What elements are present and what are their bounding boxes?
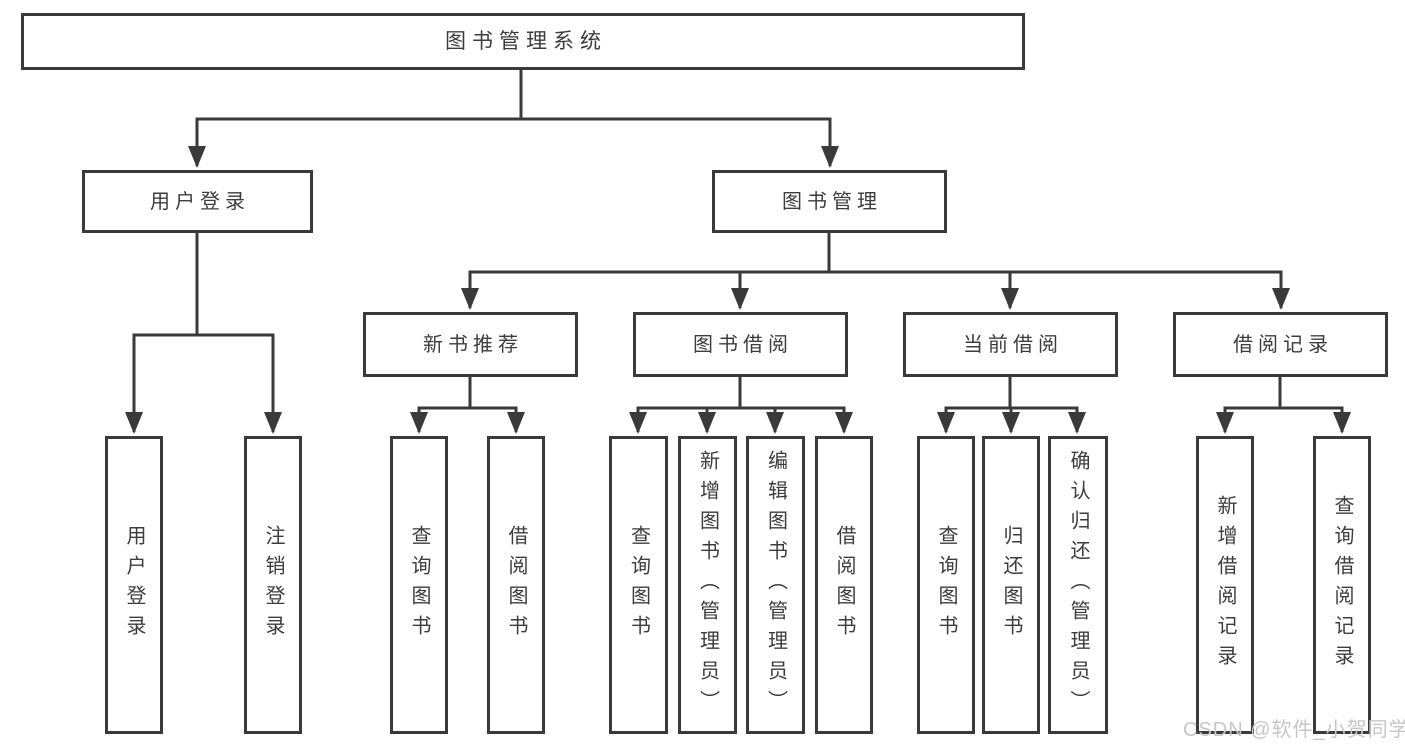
- node-label: 用户登录: [150, 190, 250, 213]
- node-book-borrowing: 图书借阅: [633, 312, 848, 377]
- leaf-add-borrow-record: 新增借阅记录: [1196, 436, 1254, 734]
- node-label: 查询图书: [935, 525, 957, 645]
- leaf-edit-books-admin: 编辑图书（管理员）: [746, 436, 805, 734]
- node-label: 当前借阅: [963, 333, 1063, 356]
- leaf-query-borrow-record: 查询借阅记录: [1313, 436, 1371, 734]
- node-label: 借阅图书: [833, 525, 855, 645]
- node-label: 编辑图书（管理员）: [764, 450, 787, 720]
- node-label: 图书管理系统: [445, 30, 607, 53]
- watermark-text: CSDN @软件_小贺同学: [1183, 719, 1405, 741]
- node-label: 用户登录: [123, 525, 145, 645]
- leaf-query-books-1: 查询图书: [390, 436, 448, 734]
- node-label: 查询图书: [627, 525, 650, 645]
- node-borrowing-records: 借阅记录: [1173, 312, 1388, 377]
- node-label: 归还图书: [1000, 525, 1022, 645]
- leaf-return-books: 归还图书: [982, 436, 1040, 734]
- leaf-query-books-3: 查询图书: [917, 436, 975, 734]
- node-library-management-system: 图书管理系统: [21, 13, 1025, 70]
- leaf-logout: 注销登录: [244, 436, 302, 734]
- node-label: 借阅图书: [505, 525, 527, 645]
- leaf-query-books-2: 查询图书: [609, 436, 668, 734]
- leaf-user-login: 用户登录: [105, 436, 163, 734]
- leaf-add-books-admin: 新增图书（管理员）: [678, 436, 737, 734]
- node-user-login: 用户登录: [82, 170, 313, 233]
- node-label: 新书推荐: [423, 333, 523, 356]
- node-label: 新增借阅记录: [1214, 495, 1236, 675]
- node-label: 注销登录: [262, 525, 284, 645]
- node-label: 新增图书（管理员）: [696, 450, 719, 720]
- node-label: 借阅记录: [1233, 333, 1333, 356]
- node-new-book-recommend: 新书推荐: [363, 312, 578, 377]
- node-label: 查询借阅记录: [1331, 495, 1353, 675]
- leaf-borrow-books-2: 借阅图书: [815, 436, 873, 734]
- leaf-confirm-return-admin: 确认归还（管理员）: [1048, 436, 1108, 734]
- node-label: 确认归还（管理员）: [1067, 450, 1089, 720]
- leaf-borrow-books-1: 借阅图书: [487, 436, 545, 734]
- node-current-borrowing: 当前借阅: [903, 312, 1118, 377]
- node-label: 图书借阅: [693, 333, 793, 356]
- node-book-management: 图书管理: [712, 170, 947, 233]
- node-label: 图书管理: [782, 190, 882, 213]
- node-label: 查询图书: [408, 525, 430, 645]
